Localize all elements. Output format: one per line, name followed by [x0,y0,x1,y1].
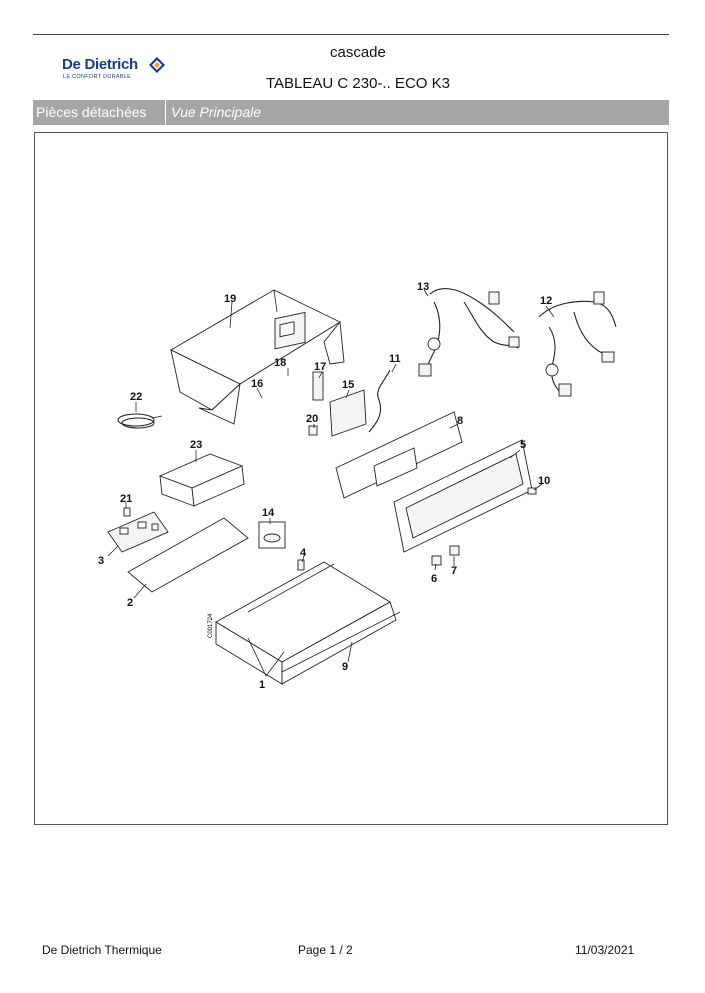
part-main-tray-1 [215,561,397,685]
callout-12: 12 [540,295,552,307]
tab-spare-parts[interactable]: Pièces détachées [33,100,166,125]
part-board-17 [312,371,324,401]
callout-labels: 1 2 3 4 5 6 7 8 9 10 11 12 13 14 15 16 1… [98,281,552,691]
part-box-23 [158,453,245,507]
part-board-15 [329,389,367,437]
part-kit-14 [258,521,286,549]
part-screw-16 [257,389,263,399]
exploded-parts-diagram: C001724 1 2 3 4 5 6 7 8 9 [98,281,617,691]
callout-8: 8 [457,415,463,427]
callout-4: 4 [300,547,307,559]
document-subtitle: cascade [330,44,386,61]
diagram-frame [34,132,668,825]
callout-17: 17 [314,361,326,373]
callout-23: 23 [190,439,202,451]
part-bracket-18 [274,311,306,350]
footer-date: 11/03/2021 [575,943,635,957]
part-knob-6 [431,555,442,566]
part-clip-20 [308,425,318,436]
callout-13: 13 [417,281,429,293]
part-clip-10 [527,487,537,495]
part-connector-21 [123,507,131,517]
leader-lines [107,289,555,677]
callout-9: 9 [342,661,348,673]
callout-14: 14 [262,507,275,519]
part-display-frame-8 [335,411,463,499]
callout-15: 15 [342,379,354,391]
callout-20: 20 [306,413,318,425]
diagram-code: C001724 [208,613,214,638]
callout-21: 21 [120,493,132,505]
callout-16: 16 [251,378,263,390]
callout-18: 18 [274,357,286,369]
part-cover-hood [170,289,345,425]
part-rail-9 [281,611,401,673]
document-title: TABLEAU C 230-.. ECO K3 [266,75,450,92]
part-harness-12 [538,291,617,397]
callout-2: 2 [127,597,133,609]
callout-7: 7 [451,565,457,577]
footer-company: De Dietrich Thermique [42,943,162,957]
callout-1: 1 [259,679,265,691]
callout-5: 5 [520,439,526,451]
part-harness-13 [418,288,520,377]
part-circuit-board-3 [107,511,169,553]
tab-main-view[interactable]: Vue Principale [171,104,262,120]
callout-19: 19 [224,293,236,305]
brand-name: De Dietrich [62,56,138,73]
part-cable-22 [117,413,163,429]
footer-page-number: Page 1 / 2 [298,943,353,957]
callout-10: 10 [538,475,550,487]
section-tab-bar: Pièces détachées Vue Principale [33,100,669,125]
callout-22: 22 [130,391,142,403]
part-connector-4 [297,559,305,571]
part-flat-cable-11 [368,369,391,433]
brand-diamond-icon [149,57,165,73]
callout-6: 6 [431,573,437,585]
part-knob-7 [449,545,460,556]
callout-3: 3 [98,555,104,567]
brand-logo: De Dietrich LE CONFORT DURABLE [62,54,172,82]
callout-11: 11 [389,353,401,365]
part-plate-2 [127,517,249,593]
brand-tagline: LE CONFORT DURABLE [63,74,132,80]
header-rule [33,34,669,35]
